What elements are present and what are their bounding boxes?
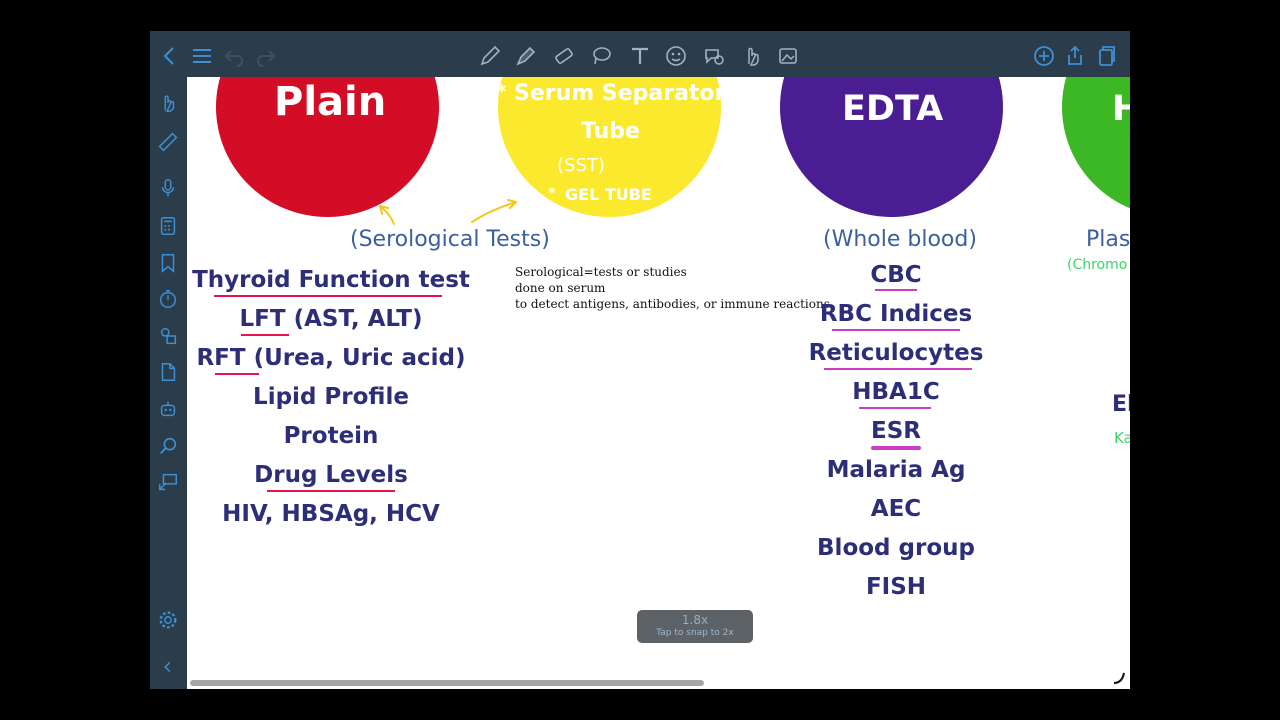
eraser-icon[interactable] <box>552 44 576 68</box>
underline <box>871 446 921 450</box>
list-item: FISH <box>865 574 927 600</box>
underline <box>832 329 960 331</box>
sticker-icon[interactable] <box>664 44 688 68</box>
star-mark: * <box>497 81 507 102</box>
list-item: El <box>1112 392 1130 417</box>
serological-heading: (Serological Tests) <box>350 227 550 252</box>
ruler-icon[interactable] <box>156 130 180 154</box>
underline <box>214 295 442 297</box>
horizontal-scrollbar[interactable] <box>190 680 704 686</box>
search-icon[interactable] <box>156 434 180 458</box>
list-item: HBA1C <box>852 379 940 405</box>
list-item-note: Ka <box>1114 429 1130 447</box>
calculator-icon[interactable] <box>156 214 180 238</box>
whole-blood-heading: (Whole blood) <box>823 227 977 252</box>
notes-app-window: Plain * Serum Separator Tube (SST) * GEL… <box>150 31 1130 689</box>
shapes-icon[interactable] <box>156 324 180 348</box>
plasma-heading: Plas <box>1086 227 1130 252</box>
plain-tube-label: Plain <box>274 79 387 125</box>
zoom-hint: Tap to snap to 2x <box>656 628 734 638</box>
emoji-icon[interactable] <box>702 44 726 68</box>
sst-label-line1: Serum Separator <box>514 81 726 106</box>
heparin-tube-label: H <box>1112 89 1130 129</box>
list-item: Reticulocytes <box>808 340 984 366</box>
mic-icon[interactable] <box>156 176 180 200</box>
share-icon[interactable] <box>1063 44 1087 68</box>
zoom-indicator[interactable]: 1.8x Tap to snap to 2x <box>637 610 753 643</box>
settings-icon[interactable] <box>156 608 180 632</box>
pages-icon[interactable] <box>1095 44 1119 68</box>
list-item: Drug Levels <box>254 462 408 488</box>
underline <box>824 368 972 370</box>
resize-handle-icon[interactable] <box>1112 671 1126 685</box>
list-item: LFT (AST, ALT) <box>239 306 423 332</box>
lasso-icon[interactable] <box>590 44 614 68</box>
list-item: ESR <box>871 418 921 444</box>
list-item: Thyroid Function test <box>192 267 470 293</box>
left-sidebar <box>150 77 187 689</box>
sst-label-line4: GEL TUBE <box>565 185 652 204</box>
note-line: to detect antigens, antibodies, or immun… <box>515 297 830 311</box>
serological-note[interactable]: Serological=tests or studies done on ser… <box>515 264 830 312</box>
underline <box>859 407 931 409</box>
underline <box>875 289 917 291</box>
list-item: CBC <box>870 262 922 288</box>
list-item: RFT (Urea, Uric acid) <box>196 345 466 371</box>
bookmark-icon[interactable] <box>156 251 180 275</box>
collapse-icon[interactable] <box>156 655 180 679</box>
redo-icon[interactable] <box>254 44 278 68</box>
note-canvas[interactable]: Plain * Serum Separator Tube (SST) * GEL… <box>187 77 1130 689</box>
finger-icon[interactable] <box>156 91 180 115</box>
sst-label-line3: (SST) <box>557 155 605 176</box>
timer-icon[interactable] <box>156 287 180 311</box>
underline <box>241 334 289 336</box>
text-icon[interactable] <box>628 44 652 68</box>
list-item: Lipid Profile <box>253 384 409 410</box>
document-icon[interactable] <box>156 360 180 384</box>
arrow-annotations <box>379 199 517 225</box>
undo-icon[interactable] <box>222 44 246 68</box>
zoom-value: 1.8x <box>681 613 709 627</box>
note-line: done on serum <box>515 281 606 295</box>
back-icon[interactable] <box>158 44 182 68</box>
presentation-icon[interactable] <box>156 470 180 494</box>
edta-tube-label: EDTA <box>842 89 944 129</box>
pen-icon[interactable] <box>478 44 502 68</box>
image-icon[interactable] <box>776 44 800 68</box>
list-item: RBC Indices <box>819 301 973 327</box>
robot-icon[interactable] <box>156 397 180 421</box>
sst-label-line2: Tube <box>581 119 640 144</box>
star-mark: * <box>548 184 556 202</box>
note-line: Serological=tests or studies <box>515 265 687 279</box>
highlighter-icon[interactable] <box>514 44 538 68</box>
add-icon[interactable] <box>1032 44 1056 68</box>
top-toolbar <box>150 31 1130 77</box>
list-icon[interactable] <box>190 44 214 68</box>
plasma-subheading: (Chromo <box>1067 257 1128 273</box>
list-item: Blood group <box>817 535 975 561</box>
underline <box>267 490 395 492</box>
list-item: Protein <box>283 423 379 449</box>
list-item: Malaria Ag <box>826 457 966 483</box>
list-item: AEC <box>870 496 922 522</box>
list-item: HIV, HBSAg, HCV <box>222 501 440 527</box>
hand-icon[interactable] <box>740 44 764 68</box>
underline <box>215 373 259 375</box>
